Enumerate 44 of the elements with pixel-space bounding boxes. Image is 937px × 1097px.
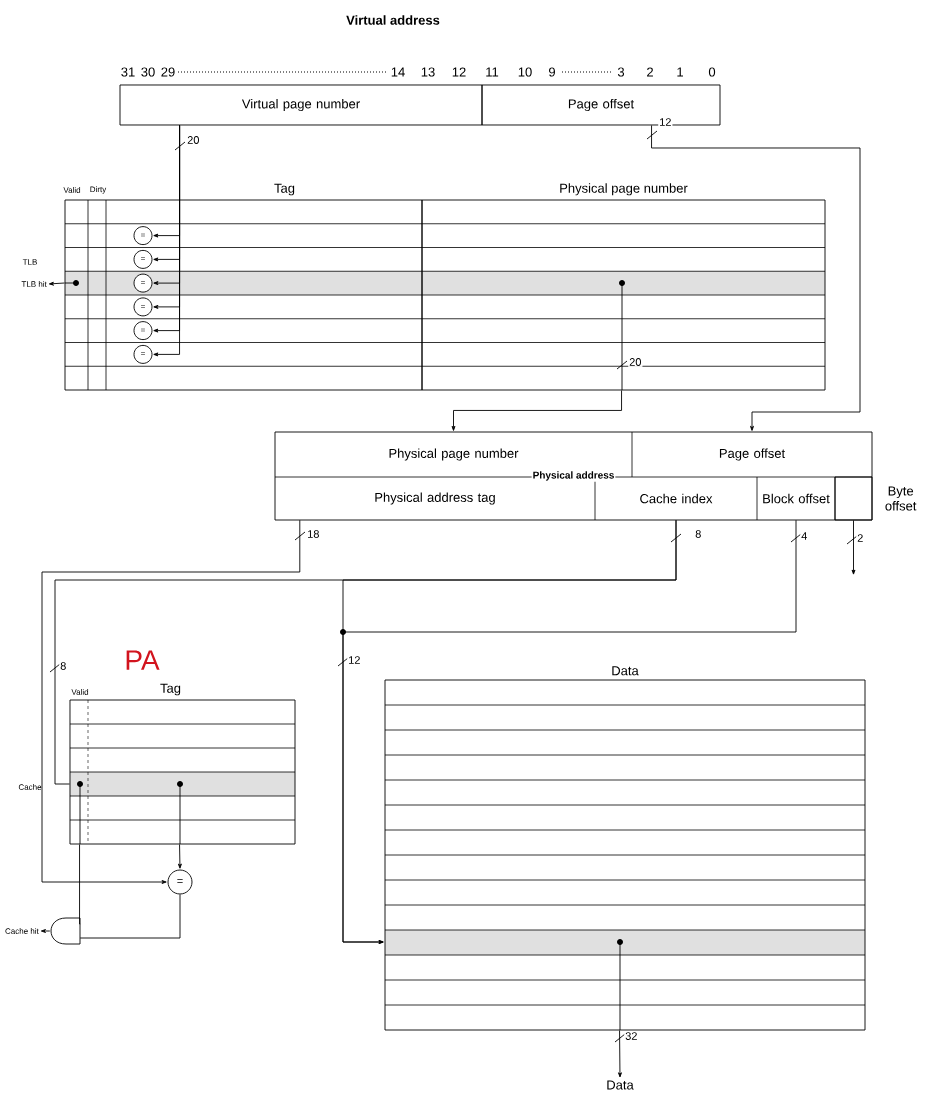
node-label: Physical page number [560, 183, 688, 196]
edge-label: 18 [306, 529, 321, 539]
node-label: Tag [274, 183, 295, 196]
address-field: Physical page number [389, 448, 519, 461]
edge-label: 4 [800, 531, 809, 541]
signal-label: Cache hit [5, 928, 39, 934]
output-label: Data [607, 1080, 634, 1090]
arrow [851, 520, 856, 575]
and-gate [50, 917, 81, 945]
address-field: Cache index [640, 493, 713, 504]
column-label: Dirty [90, 186, 107, 194]
arrow [48, 281, 65, 286]
arrow [342, 519, 797, 944]
address-field: Virtual page number [119, 84, 483, 126]
bit-number: 10 [518, 67, 532, 77]
arrow [41, 519, 301, 884]
address-field: Physical address tag [375, 492, 495, 505]
edge-label: 8 [59, 661, 68, 671]
edge-label: 2 [856, 533, 865, 543]
node-label: Tag [160, 683, 181, 696]
side-label: Cache [18, 784, 42, 790]
signal-label: TLB hit [21, 281, 47, 287]
table-array: Data [384, 666, 866, 1031]
arrow [451, 390, 622, 431]
side-label: TLB [22, 259, 37, 265]
edge-label: 12 [347, 655, 362, 665]
arrow [618, 1030, 622, 1078]
arrow [40, 929, 51, 933]
bus-width-label: 8 [695, 530, 701, 538]
address-field: Page offset [719, 448, 786, 461]
column-label: Valid [63, 187, 81, 193]
bit-number: 11 [486, 67, 499, 77]
node-label: Data [612, 666, 639, 676]
edge-label: 20 [186, 135, 201, 145]
edge-label: 32 [624, 1031, 639, 1041]
node-label: Byte offset [885, 486, 917, 511]
arrow [177, 844, 182, 869]
bit-number: 12 [452, 67, 466, 77]
address-field: Block offset [763, 493, 830, 504]
edge-label: 20 [628, 357, 643, 367]
heading: Virtual address [346, 15, 440, 25]
arrow [651, 125, 861, 431]
edge-label: 12 [658, 117, 673, 127]
handwritten-note: PA [126, 650, 160, 670]
